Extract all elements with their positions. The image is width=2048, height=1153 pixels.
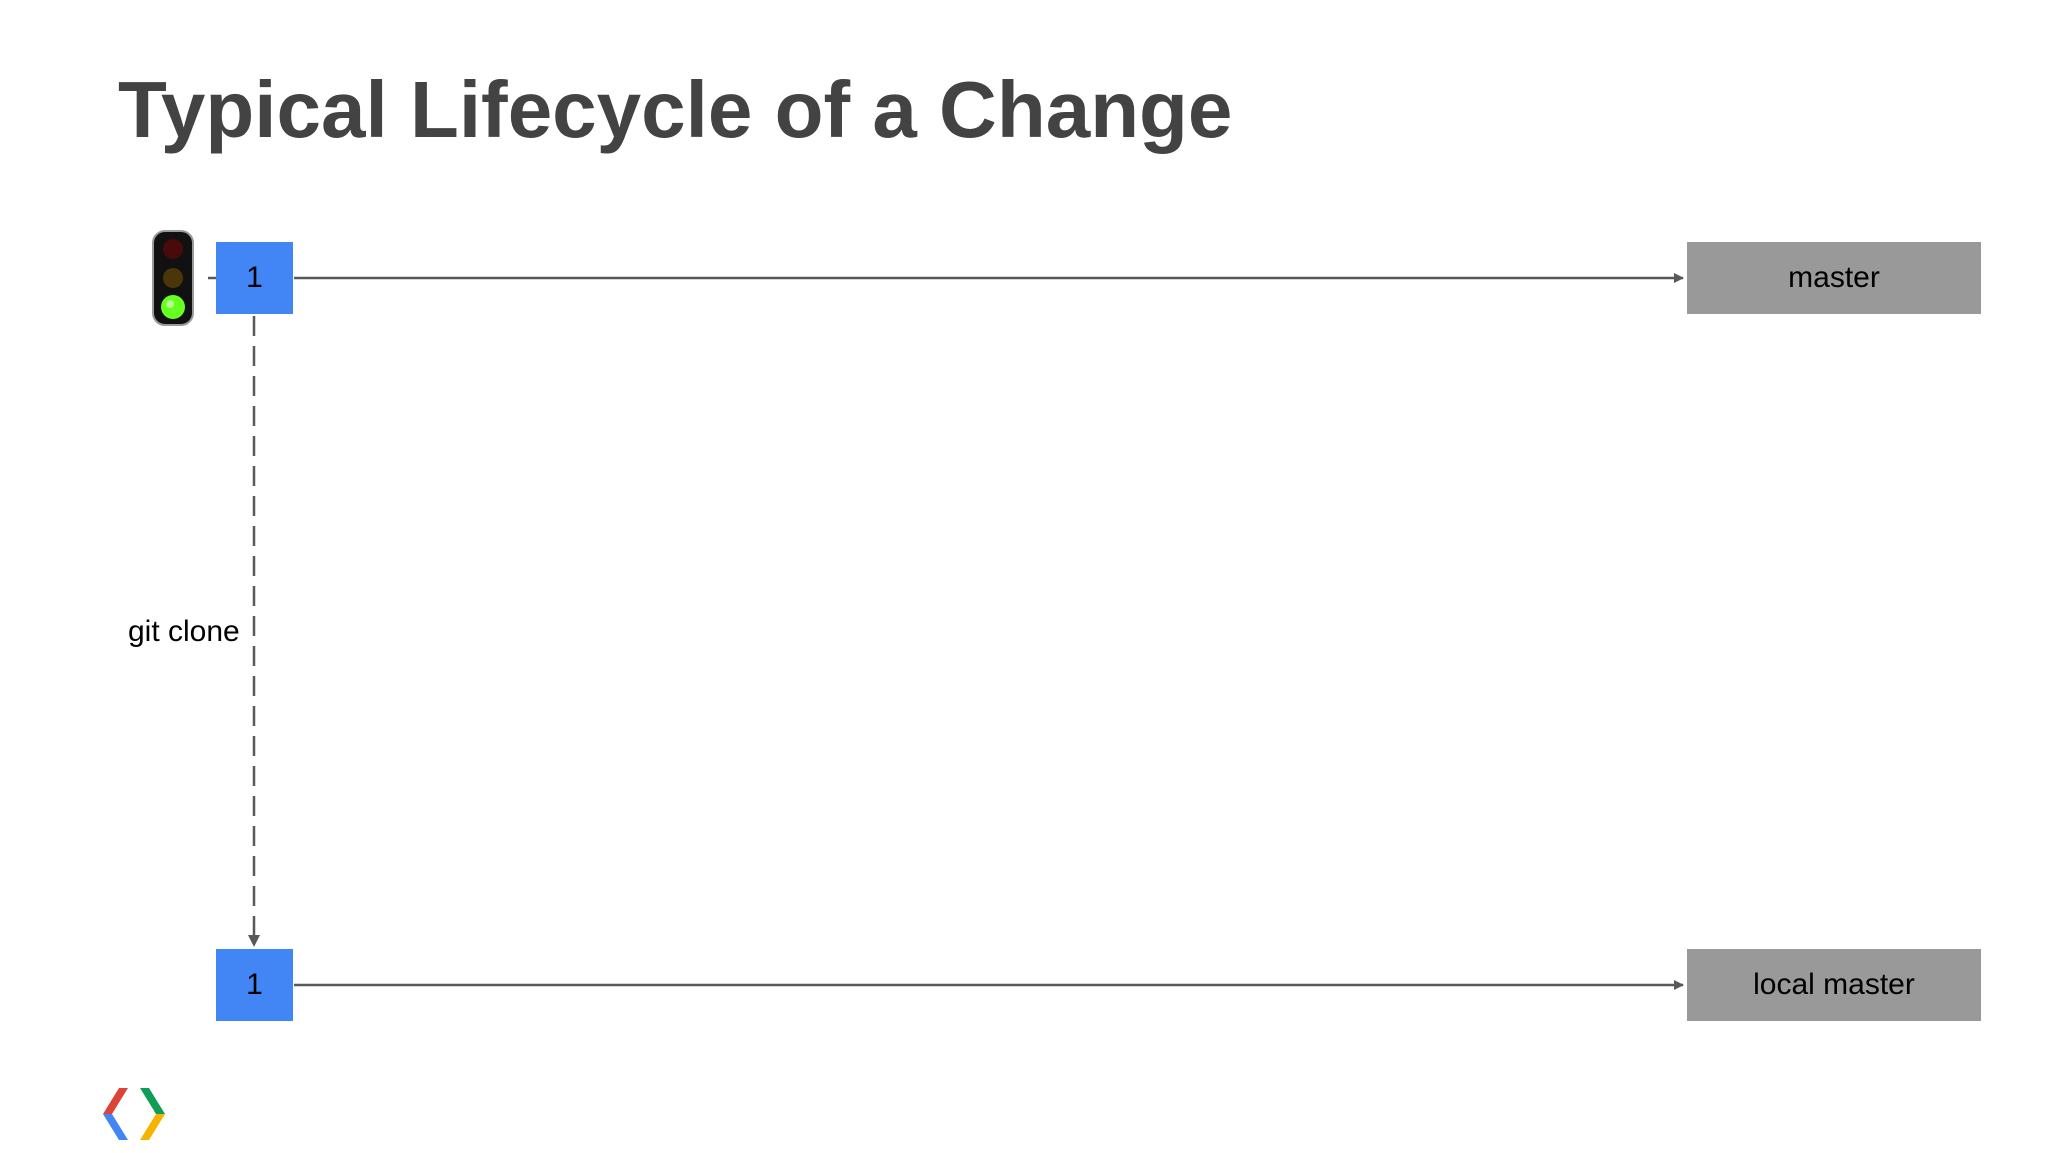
remote-commit-label: 1 — [246, 261, 263, 294]
local-commit-box: 1 — [216, 949, 293, 1021]
traffic-light-icon — [152, 230, 194, 326]
git-clone-label: git clone — [128, 615, 240, 648]
local-master-branch-box: local master — [1687, 949, 1981, 1021]
remote-commit-box: 1 — [216, 242, 293, 314]
slide-title: Typical Lifecycle of a Change — [118, 65, 1233, 154]
local-master-branch-label: local master — [1753, 968, 1915, 1001]
master-branch-label: master — [1788, 261, 1880, 294]
local-commit-label: 1 — [246, 968, 263, 1001]
chrome-developers-logo-icon — [103, 1088, 165, 1140]
master-branch-box: master — [1687, 242, 1981, 314]
